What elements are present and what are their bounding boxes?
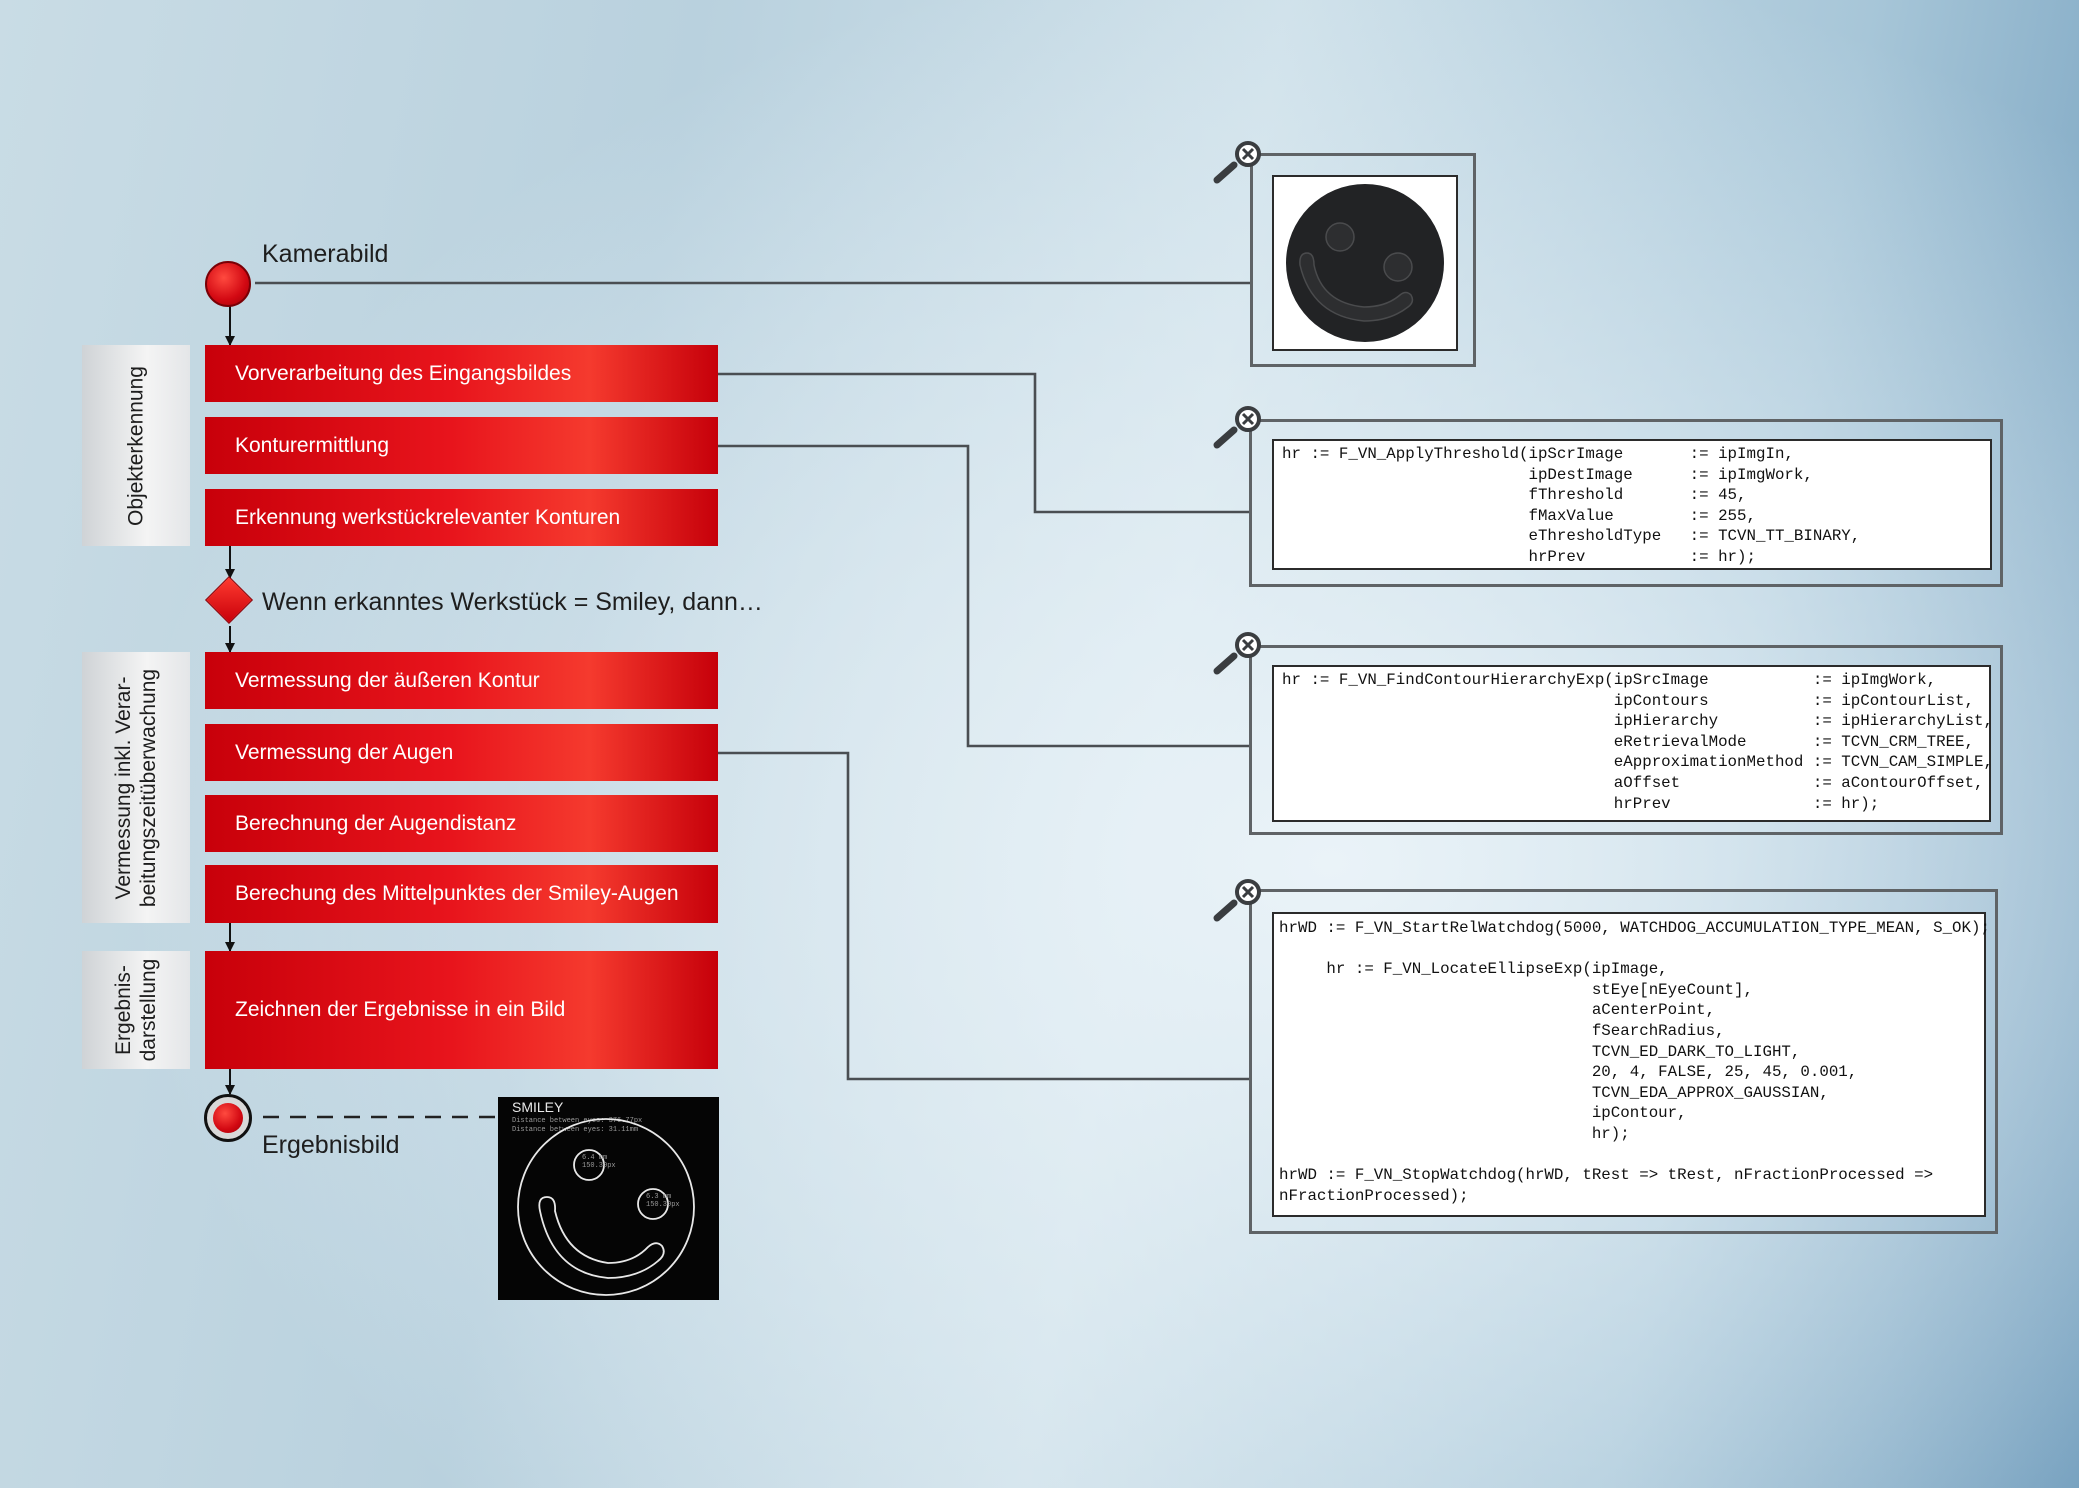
step-zeichnen: Zeichnen der Ergebnisse in ein Bild bbox=[205, 951, 718, 1069]
group-vermessung: Vermessung inkl. Verar- beitungszeitüber… bbox=[82, 652, 190, 923]
step-erkennung-konturen: Erkennung werkstückrelevanter Konturen bbox=[205, 489, 718, 546]
group-ergebnis-text: Ergebnis- darstellung bbox=[111, 959, 161, 1062]
start-node bbox=[205, 261, 251, 307]
ellipse-code: hrWD := F_VN_StartRelWatchdog(5000, WATC… bbox=[1279, 919, 1990, 1205]
end-node bbox=[204, 1094, 252, 1142]
result-eye1-mm: 6.4 mm bbox=[582, 1154, 608, 1162]
callout-lines bbox=[255, 281, 1250, 1119]
step-mittelpunkt: Berechung des Mittelpunktes der Smiley-A… bbox=[205, 865, 718, 923]
result-eye2-px: 150.30px bbox=[646, 1201, 680, 1209]
start-label: Kamerabild bbox=[262, 240, 389, 268]
result-eye1-px: 150.30px bbox=[582, 1162, 616, 1170]
step-aeussere-kontur: Vermessung der äußeren Kontur bbox=[205, 652, 718, 709]
end-label: Ergebnisbild bbox=[262, 1131, 400, 1159]
decision-label: Wenn erkanntes Werkstück = Smiley, dann… bbox=[262, 588, 763, 616]
camera-image[interactable] bbox=[1272, 175, 1458, 351]
magnifier-icon[interactable] bbox=[1212, 876, 1268, 924]
step-konturermittlung-label: Konturermittlung bbox=[235, 433, 390, 457]
panel-threshold-code: hr := F_VN_ApplyThreshold(ipScrImage := … bbox=[1249, 419, 2003, 587]
panel-camera-image bbox=[1250, 153, 1476, 367]
line-preprocess-to-threshold bbox=[718, 372, 1250, 514]
group-objekterkennung-text: Objekterkennung bbox=[124, 365, 148, 526]
group-vermessung-text: Vermessung inkl. Verar- beitungszeitüber… bbox=[111, 668, 161, 906]
result-distance-px: Distance between eyes: 376.77px bbox=[512, 1117, 643, 1125]
line-eyes-to-ellipse bbox=[718, 751, 1250, 1081]
magnifier-icon[interactable] bbox=[1212, 629, 1268, 677]
result-smiley-outline bbox=[517, 1118, 695, 1296]
group-ergebnis-line1: Ergebnis- bbox=[112, 965, 135, 1055]
contour-code: hr := F_VN_FindContourHierarchyExp(ipSrc… bbox=[1282, 671, 1993, 813]
group-ergebnis-line2: darstellung bbox=[137, 958, 160, 1062]
step-augen: Vermessung der Augen bbox=[205, 724, 718, 781]
contour-code-box: hr := F_VN_FindContourHierarchyExp(ipSrc… bbox=[1272, 665, 1993, 822]
step-erkennung-konturen-label: Erkennung werkstückrelevanter Konturen bbox=[235, 505, 621, 529]
result-image-title: SMILEY bbox=[512, 1099, 564, 1115]
step-augen-label: Vermessung der Augen bbox=[235, 740, 454, 764]
step-zeichnen-label: Zeichnen der Ergebnisse in ein Bild bbox=[235, 998, 566, 1021]
threshold-code-box: hr := F_VN_ApplyThreshold(ipScrImage := … bbox=[1272, 439, 1992, 570]
step-aeussere-kontur-label: Vermessung der äußeren Kontur bbox=[235, 668, 540, 692]
group-vermessung-line2: beitungszeitüberwachung bbox=[137, 668, 160, 907]
step-augendistanz-label: Berechnung der Augendistanz bbox=[235, 811, 517, 835]
ellipse-code-box: hrWD := F_VN_StartRelWatchdog(5000, WATC… bbox=[1272, 912, 1990, 1217]
panel-ellipse-code: hrWD := F_VN_StartRelWatchdog(5000, WATC… bbox=[1249, 889, 1998, 1234]
result-image[interactable]: SMILEY Distance between eyes: 376.77px D… bbox=[498, 1097, 719, 1300]
group-vermessung-line1: Vermessung inkl. Verar- bbox=[112, 676, 135, 899]
result-eye2-mm: 6.3 mm bbox=[646, 1193, 672, 1201]
step-konturermittlung: Konturermittlung bbox=[205, 417, 718, 474]
step-vorverarbeitung: Vorverarbeitung des Eingangsbildes bbox=[205, 345, 718, 402]
step-vorverarbeitung-label: Vorverarbeitung des Eingangsbildes bbox=[235, 361, 572, 385]
result-distance-mm: Distance between eyes: 31.11mm bbox=[512, 1126, 639, 1134]
step-augendistanz: Berechnung der Augendistanz bbox=[205, 795, 718, 852]
step-mittelpunkt-label: Berechung des Mittelpunktes der Smiley-A… bbox=[235, 882, 679, 905]
panel-contour-code: hr := F_VN_FindContourHierarchyExp(ipSrc… bbox=[1249, 645, 2003, 835]
line-contours-to-findcontour bbox=[718, 444, 1250, 748]
end-node-core bbox=[213, 1103, 243, 1133]
magnifier-icon[interactable] bbox=[1212, 403, 1268, 451]
camera-smiley bbox=[1286, 184, 1444, 342]
threshold-code: hr := F_VN_ApplyThreshold(ipScrImage := … bbox=[1282, 445, 1861, 566]
magnifier-icon[interactable] bbox=[1212, 138, 1268, 186]
group-ergebnisdarstellung: Ergebnis- darstellung bbox=[82, 951, 190, 1069]
group-objekterkennung: Objekterkennung bbox=[82, 345, 190, 546]
